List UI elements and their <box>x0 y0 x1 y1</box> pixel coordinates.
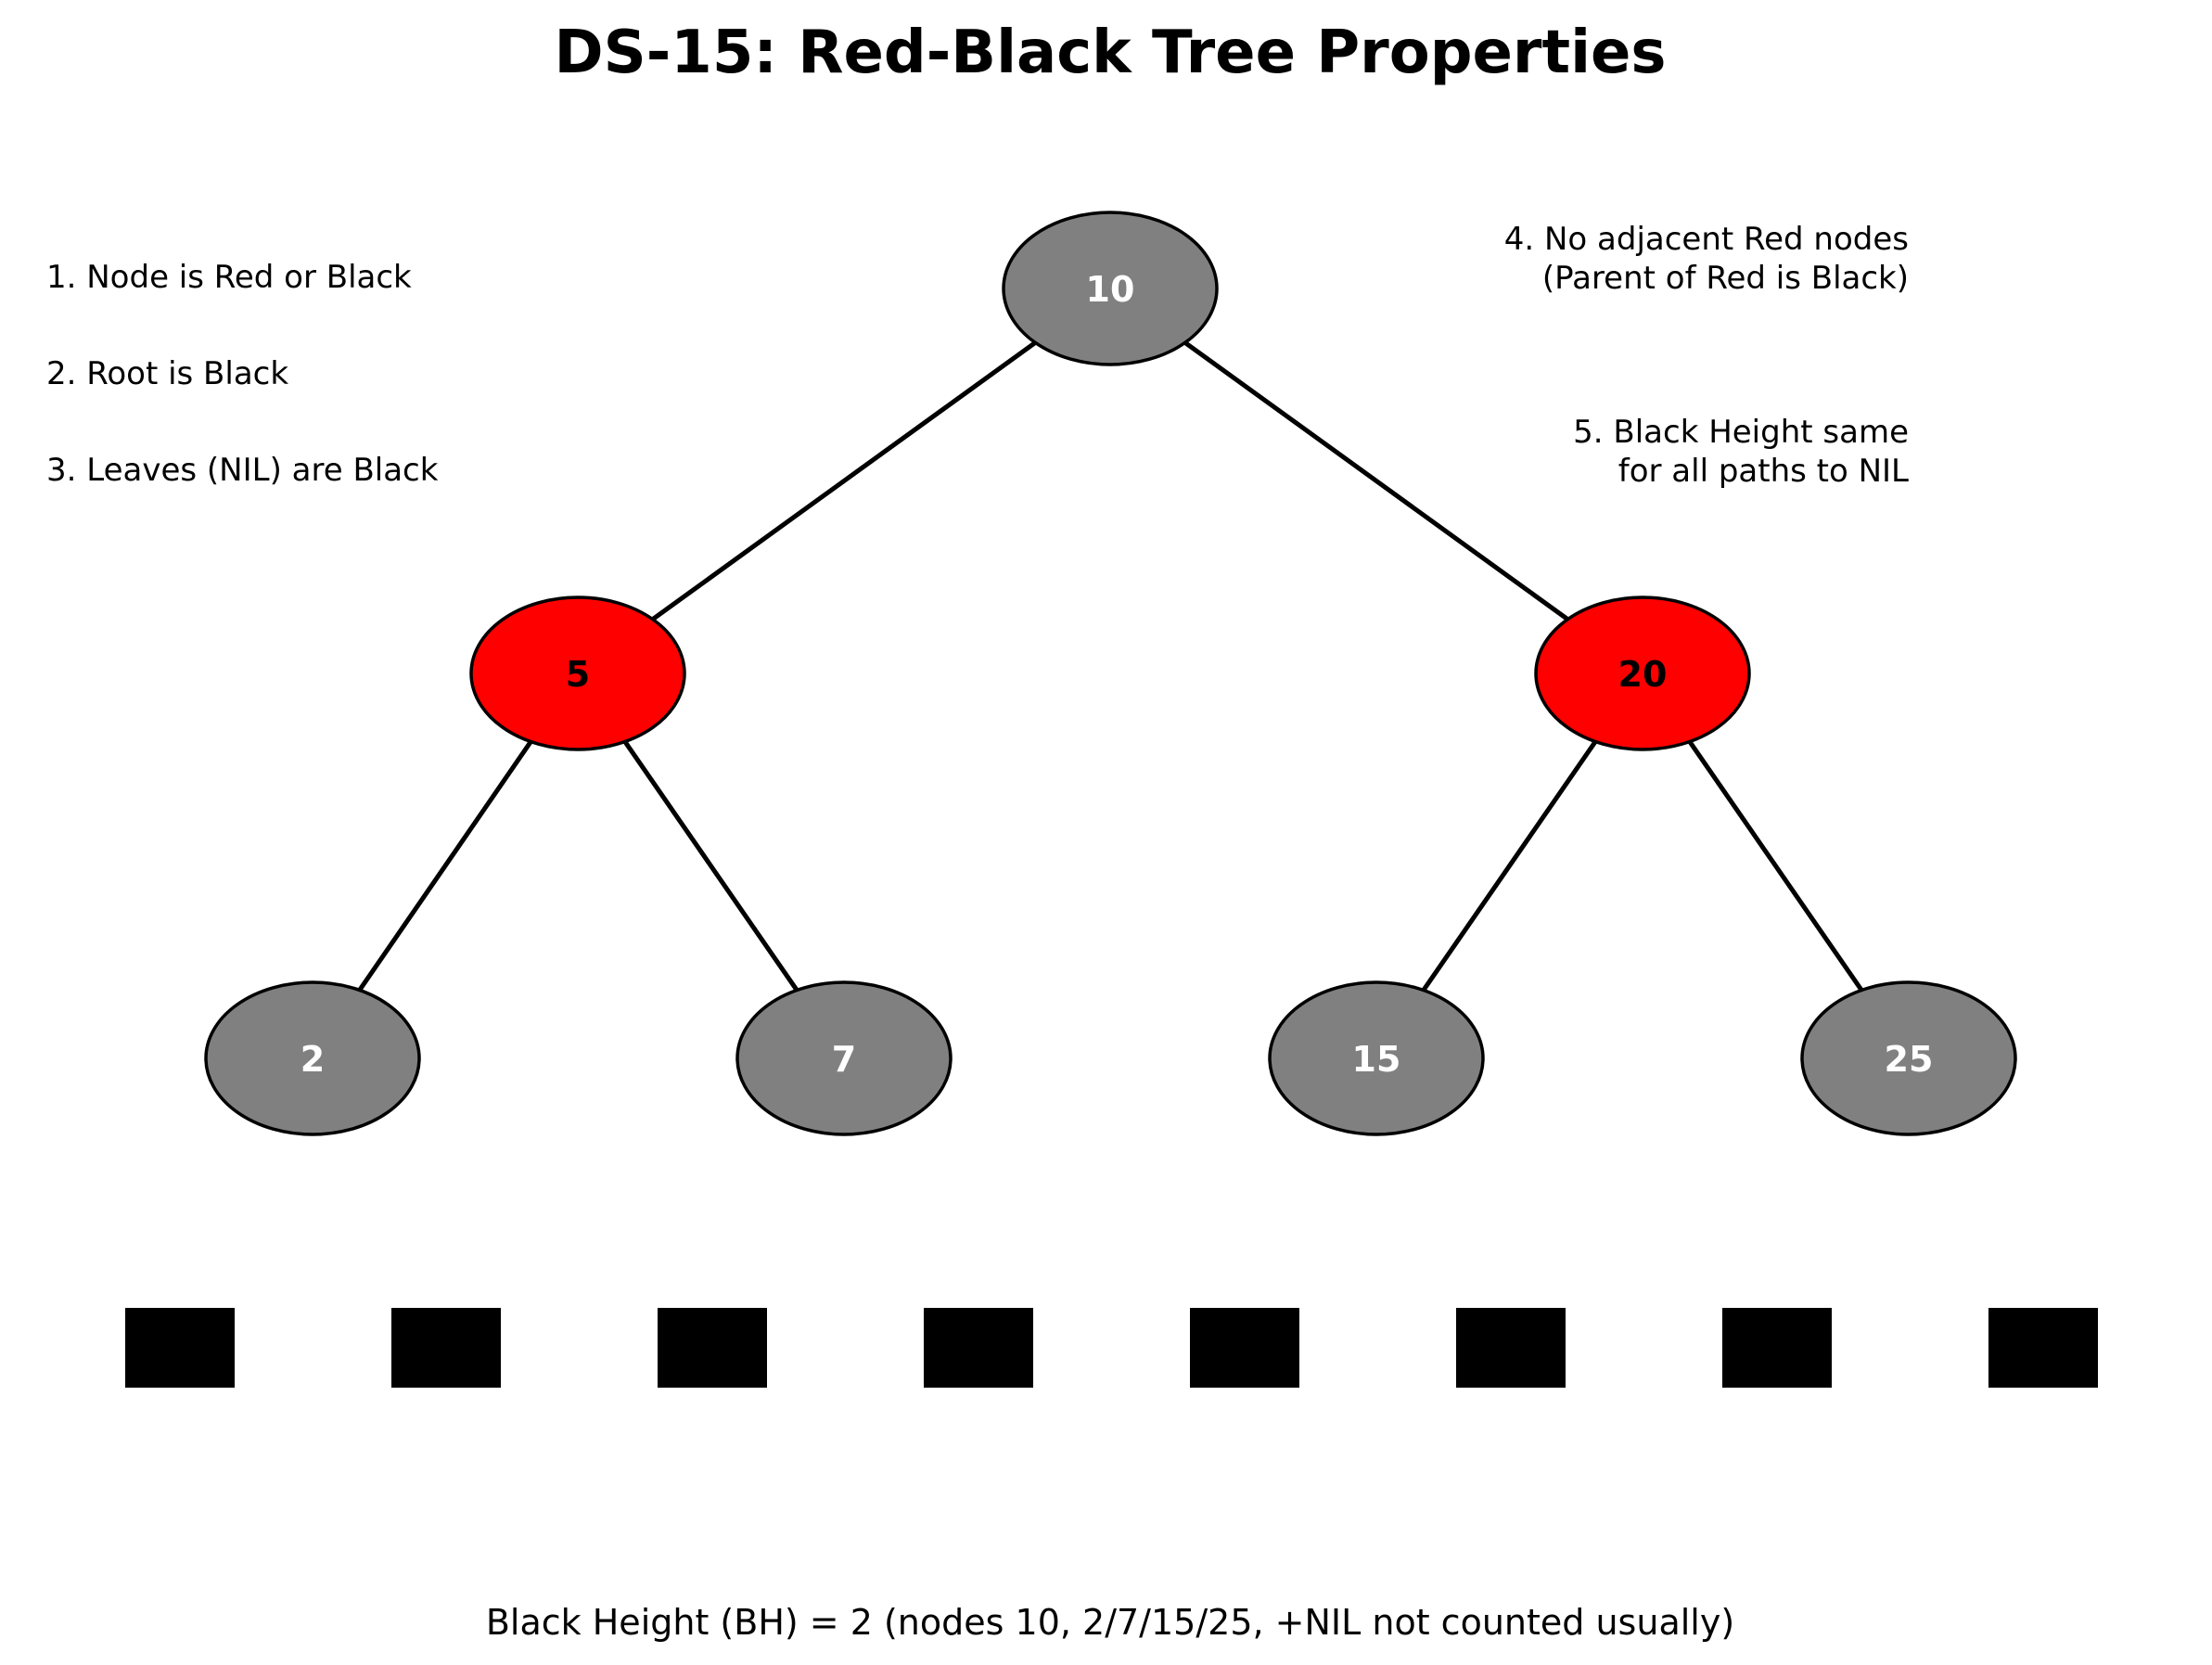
node-label-25: 25 <box>1885 1039 1934 1080</box>
nil-leaf <box>1988 1308 2098 1388</box>
nil-leaf <box>125 1308 235 1388</box>
property-4-line-1: 4. No adjacent Red nodes <box>1504 221 1909 258</box>
node-label-20: 20 <box>1618 654 1668 695</box>
node-label-10: 10 <box>1086 269 1135 310</box>
node-ellipse-15 <box>1268 980 1485 1136</box>
nil-leaf <box>1456 1308 1566 1388</box>
node-ellipse-10 <box>1002 211 1219 366</box>
nil-leaf <box>1722 1308 1832 1388</box>
nil-leaf <box>391 1308 501 1388</box>
node-ellipse-7 <box>735 980 953 1136</box>
property-3: 3. Leaves (NIL) are Black <box>46 452 439 489</box>
property-2: 2. Root is Black <box>46 355 288 392</box>
edge-10-20 <box>1108 286 1644 676</box>
node-ellipse-25 <box>1800 980 2017 1136</box>
node-ellipse-2 <box>204 980 421 1136</box>
tree-node-20: 20 <box>1534 596 1751 751</box>
tree-node-5: 5 <box>469 596 686 751</box>
properties-left: 1. Node is Red or Black 2. Root is Black… <box>46 259 439 489</box>
nil-leaves <box>125 1308 2098 1388</box>
tree-node-10: 10 <box>1002 211 1219 366</box>
nil-leaf <box>924 1308 1033 1388</box>
node-label-7: 7 <box>832 1039 856 1080</box>
nil-leaf <box>1190 1308 1299 1388</box>
property-5-line-1: 5. Black Height same <box>1573 414 1909 451</box>
tree-nodes: 10 5 20 2 7 15 25 <box>204 211 2017 1136</box>
nil-leaf <box>658 1308 767 1388</box>
node-label-15: 15 <box>1352 1039 1401 1080</box>
tree-node-2: 2 <box>204 980 421 1136</box>
tree-node-15: 15 <box>1268 980 1485 1136</box>
property-4-line-2: (Parent of Red is Black) <box>1542 260 1909 297</box>
node-ellipse-20 <box>1534 596 1751 751</box>
node-label-5: 5 <box>566 654 590 695</box>
tree-node-25: 25 <box>1800 980 2017 1136</box>
edge-10-5 <box>576 286 1112 676</box>
black-height-footer: Black Height (BH) = 2 (nodes 10, 2/7/15/… <box>486 1602 1734 1643</box>
property-5-line-2: for all paths to NIL <box>1618 453 1909 490</box>
node-label-2: 2 <box>300 1039 325 1080</box>
node-ellipse-5 <box>469 596 686 751</box>
diagram-title: DS-15: Red-Black Tree Properties <box>555 19 1667 87</box>
properties-right: 4. No adjacent Red nodes (Parent of Red … <box>1504 221 1909 490</box>
tree-node-7: 7 <box>735 980 953 1136</box>
property-1: 1. Node is Red or Black <box>46 259 412 296</box>
